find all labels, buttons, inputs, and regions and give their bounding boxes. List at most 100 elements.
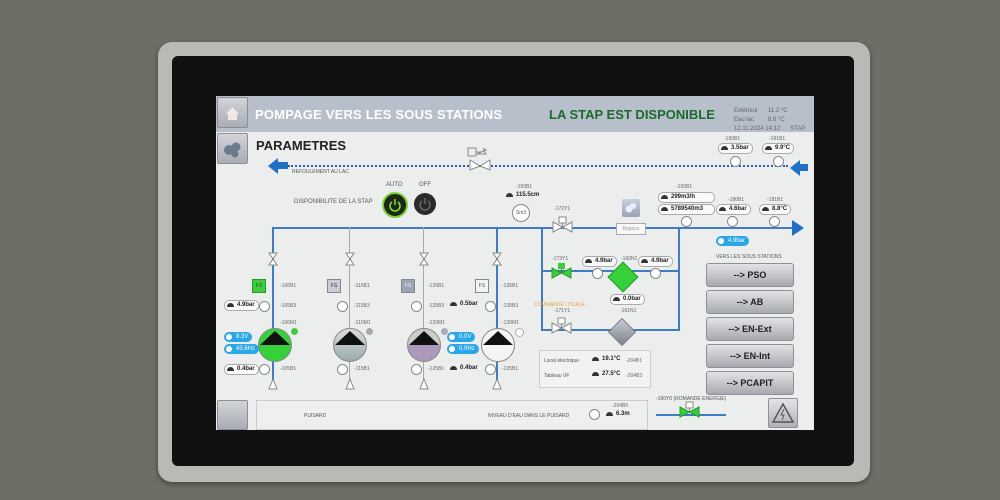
pump-2[interactable] — [333, 328, 367, 362]
pump1-status-dot — [291, 328, 298, 335]
control-valve-icon[interactable] — [466, 146, 494, 172]
sensor-165-tag: -165B1 — [676, 184, 693, 190]
gauge-icon[interactable] — [411, 364, 422, 375]
commande-locale-label: COMMANDE LOCALE — [534, 302, 585, 308]
sensor-165-flow: 299m3/h — [658, 192, 715, 203]
gauge-icon[interactable] — [681, 216, 692, 227]
auto-label: AUTO — [386, 182, 403, 188]
niveau-value: 6.3m — [604, 410, 633, 419]
flow-switch-4[interactable]: FS — [475, 279, 489, 293]
off-label: OFF — [419, 182, 431, 188]
pump1-fs-tag: -106B1 — [280, 283, 297, 289]
pump3-tag: -120M1 — [428, 320, 445, 326]
gauge-icon[interactable] — [259, 364, 270, 375]
motor-valve-icon[interactable] — [550, 317, 574, 335]
valve-icon[interactable] — [268, 252, 278, 266]
datetime: 12.11.2024 14:12 — [734, 126, 781, 132]
gauge-icon[interactable] — [730, 156, 741, 167]
filter-right-pipe — [678, 227, 680, 331]
pump3-frequency: 0.0Hz — [447, 344, 479, 354]
line-pressure: 4.9bar — [716, 236, 750, 246]
valve-icon[interactable] — [419, 252, 429, 266]
nav-en-int-button[interactable]: --> EN-Int — [706, 344, 794, 368]
puisard-label: PUISARD — [304, 413, 327, 419]
alarm-button[interactable] — [768, 398, 798, 428]
pump1-in-pressure: 4.9bar — [224, 300, 259, 311]
filter-2[interactable] — [607, 317, 637, 347]
gauge-icon[interactable] — [650, 268, 661, 279]
gauge-icon[interactable] — [773, 156, 784, 167]
gauge-icon[interactable] — [485, 364, 496, 375]
tableau-vf-tag: -204B3 — [626, 373, 643, 379]
pump1-bottom-tag: -105B1 — [280, 366, 297, 372]
pump-3[interactable] — [407, 328, 441, 362]
gauge-icon[interactable] — [411, 301, 422, 312]
hmi-screen: POMPAGE VERS LES SOUS STATIONS LA STAP E… — [216, 96, 814, 430]
bypass-label[interactable]: Bypass — [616, 223, 646, 235]
flow-switch-3[interactable]: FS — [401, 279, 415, 293]
bottom-left-button[interactable] — [217, 400, 248, 430]
tableau-vf-value: 27.5°C — [590, 370, 623, 379]
pump3-bottom-tag: -125B1 — [428, 366, 445, 372]
check-valve-icon — [345, 377, 355, 390]
gauge-icon[interactable] — [727, 216, 738, 227]
nav-ab-button[interactable]: --> AB — [706, 290, 794, 314]
sensor-191-value: 9.9°C — [762, 143, 795, 154]
filter1-tag: -160N1 — [621, 256, 638, 262]
warning-icon — [771, 402, 795, 423]
pump1-out-pressure: 0.4bar — [224, 364, 259, 375]
motor-valve-icon[interactable] — [551, 216, 575, 234]
local-electrique-value: 19.1°C — [590, 355, 623, 364]
nav-pcapit-button[interactable]: --> PCAPIT — [706, 371, 794, 395]
settings-gears-button[interactable] — [622, 199, 640, 217]
auto-power-button[interactable] — [382, 192, 408, 218]
nav-pso-button[interactable]: --> PSO — [706, 263, 794, 287]
motor-valve-open-icon[interactable] — [550, 262, 574, 280]
section-title: PARAMETRES — [256, 138, 347, 153]
home-button[interactable] — [217, 97, 248, 128]
gauge-icon[interactable] — [592, 268, 603, 279]
sensor-191-tag: -191B1 — [769, 136, 786, 142]
pump1-voltage: 8.3V — [224, 332, 253, 342]
romande-pipe — [656, 414, 726, 416]
pump4-gauge-tag: -135B3 — [502, 303, 519, 309]
tableau-vf-label: Tableau VF — [544, 373, 570, 379]
pump2-tag: -110M1 — [354, 320, 371, 326]
pump1-gauge-tag: -105B3 — [280, 303, 297, 309]
local-electrique-label: Local électrique — [544, 358, 580, 364]
filter-left-pipe — [541, 227, 543, 331]
power-icon — [389, 199, 401, 212]
gauge-icon[interactable] — [337, 364, 348, 375]
level-sensor[interactable]: Sm3 — [512, 204, 530, 222]
gauge-icon[interactable] — [337, 301, 348, 312]
sensor-180-value: 4.6bar — [716, 204, 751, 215]
gauge-icon[interactable] — [589, 409, 600, 420]
pump-4[interactable] — [481, 328, 515, 362]
flow-switch-1[interactable]: FS — [252, 279, 266, 293]
temps-panel — [539, 350, 651, 388]
home-icon — [226, 107, 239, 120]
motor-valve-open-icon[interactable] — [678, 401, 702, 419]
valve-icon[interactable] — [492, 252, 502, 266]
left-arrow-tail — [278, 162, 288, 169]
pump2-fs-tag: -116B1 — [354, 283, 370, 289]
gears-icon — [625, 203, 636, 213]
main-pipe — [272, 227, 792, 229]
valve-icon[interactable] — [345, 252, 355, 266]
nav-en-ext-button[interactable]: --> EN-Ext — [706, 317, 794, 341]
gauge-icon[interactable] — [485, 301, 496, 312]
gauge-icon[interactable] — [769, 216, 780, 227]
gauge-icon[interactable] — [259, 301, 270, 312]
pump4-status-dot — [515, 328, 524, 337]
romande-energie-label: -160Y0 (ROMANDE ENERGIE) — [656, 396, 727, 402]
settings-button[interactable] — [217, 133, 248, 164]
pump3-fs-tag: -126B1 — [428, 283, 445, 289]
refoulement-label: REFOULEMENT AU LAC — [292, 169, 349, 175]
flow-switch-2[interactable]: FS — [327, 279, 341, 293]
pump2-status-dot — [366, 328, 373, 335]
pump2-pipe — [349, 227, 350, 387]
pump3-out-pressure: 0.4bar — [448, 364, 481, 373]
outlet-arrow-icon — [792, 220, 804, 236]
off-power-button[interactable] — [414, 193, 436, 215]
pump-1[interactable] — [258, 328, 292, 362]
